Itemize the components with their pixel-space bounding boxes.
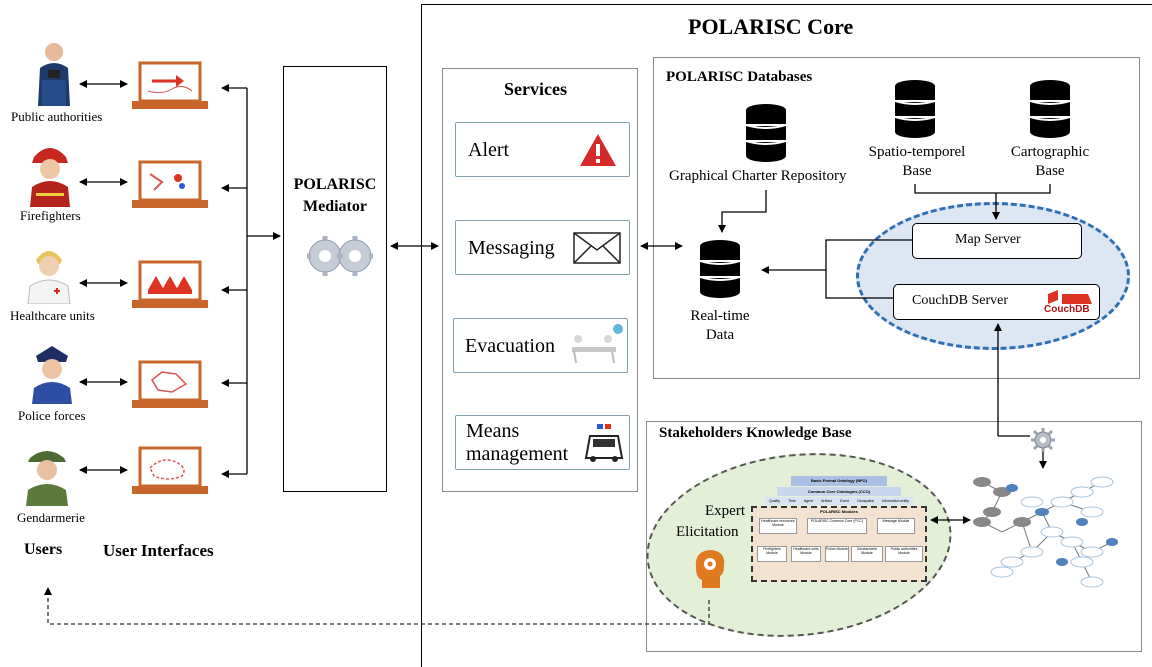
module-cell: Message Module <box>877 518 915 534</box>
spatio-temporel-db-icon <box>895 80 935 138</box>
module-cell: Healthcare units Module <box>791 546 821 562</box>
carto-label-line1: Cartographic <box>1010 144 1090 160</box>
service-means-management[interactable]: Means management <box>455 415 630 470</box>
map-server-label: Map Server <box>955 232 1021 247</box>
module-cell: Healthcare resources Module <box>759 518 797 534</box>
gendarme-icon <box>24 442 70 506</box>
carto-label-line2: Base <box>1035 163 1065 179</box>
cco-item: Time <box>788 499 796 503</box>
realtime-label-line1: Real-time <box>690 308 750 324</box>
gear-icon <box>1031 428 1055 452</box>
expert-label-line2: Elicitation <box>676 524 739 540</box>
user-label-healthcare-units: Healthcare units <box>10 308 95 323</box>
cco-item: Agent <box>803 499 813 503</box>
map-server-box[interactable]: Map Server <box>912 223 1082 259</box>
public-authority-icon <box>34 40 74 108</box>
police-officer-icon <box>30 342 74 404</box>
gears-icon <box>303 230 377 282</box>
user-label-public-authorities: Public authorities <box>11 109 103 124</box>
ontology-modules-frame: POLARISC Modules Healthcare resources Mo… <box>751 506 927 582</box>
laptop-interface-1[interactable] <box>132 61 208 111</box>
knowledge-title: Stakeholders Knowledge Base <box>659 425 852 441</box>
cco-item: Geospatial <box>857 499 874 503</box>
spatio-label-line1: Spatio-temporel <box>868 144 966 160</box>
core-title: POLARISC Core <box>688 14 854 39</box>
cco-item: Quality <box>769 499 780 503</box>
user-interfaces-heading: User Interfaces <box>103 541 214 560</box>
doctor-icon <box>26 242 72 304</box>
stretcher-icon <box>572 324 623 364</box>
realtime-db-icon <box>700 240 740 298</box>
service-messaging[interactable]: Messaging <box>455 220 630 275</box>
service-evacuation[interactable]: Evacuation <box>453 318 628 373</box>
laptop-interface-2[interactable] <box>132 160 208 210</box>
users-heading: Users <box>24 541 63 558</box>
realtime-label-line2: Data <box>705 327 735 343</box>
cco-item: Artifact <box>821 499 832 503</box>
service-evacuation-label: Evacuation <box>465 335 555 357</box>
ontology-diagram: Basic Formal Ontology (BFO) Common Core … <box>751 476 927 582</box>
envelope-icon <box>573 232 621 264</box>
databases-title: POLARISC Databases <box>666 69 813 85</box>
ontology-cco: Common Core Ontologies (CCO) <box>777 487 901 496</box>
couchdb-logo-text: CouchDB <box>1044 304 1090 315</box>
graphical-charter-label: Graphical Charter Repository <box>669 168 847 184</box>
laptop-interface-4[interactable] <box>132 360 208 410</box>
ontology-bfo: Basic Formal Ontology (BFO) <box>791 476 887 486</box>
module-cell: Police Module <box>825 546 849 562</box>
core-divider <box>421 4 1152 667</box>
module-cell: Gendarmerie Module <box>851 546 883 562</box>
module-cell: Public authorities Module <box>885 546 923 562</box>
laptop-interface-3[interactable] <box>132 260 208 310</box>
expert-label-line1: Expert <box>705 503 745 519</box>
couchdb-server-box[interactable]: CouchDB Server CouchDB <box>893 284 1100 320</box>
user-label-firefighters: Firefighters <box>20 208 81 223</box>
couchdb-server-label: CouchDB Server <box>912 293 1009 308</box>
service-alert[interactable]: Alert <box>455 122 630 177</box>
cco-item: Information entity <box>882 499 909 503</box>
graphical-charter-db-icon <box>746 104 786 162</box>
cco-item: Event <box>840 499 850 503</box>
module-cell: Firefighters Module <box>757 546 787 562</box>
service-means-label-line2: management <box>466 443 569 465</box>
mediator-title-line2: Mediator <box>303 198 367 215</box>
firefighter-icon <box>28 143 72 207</box>
services-title: Services <box>504 79 567 99</box>
module-cell: POLARISC Common Core (PCC) <box>807 518 867 534</box>
ontology-cco-row: Quality Time Agent Artifact Event Geospa… <box>765 497 913 505</box>
couchdb-logo: CouchDB <box>1044 288 1096 316</box>
service-alert-label: Alert <box>468 139 510 161</box>
alert-icon <box>580 134 616 166</box>
user-label-gendarmerie: Gendarmerie <box>17 510 85 525</box>
laptop-interface-5[interactable] <box>132 446 208 496</box>
police-car-icon <box>584 424 624 462</box>
cartographic-db-icon <box>1030 80 1070 138</box>
spatio-label-line2: Base <box>902 163 932 179</box>
user-label-police-forces: Police forces <box>18 408 86 423</box>
ontology-modules-title: POLARISC Modules <box>819 509 858 514</box>
mediator-title-line1: POLARISC <box>293 176 377 193</box>
service-messaging-label: Messaging <box>468 237 555 259</box>
service-means-label-line1: Means <box>466 420 520 442</box>
brain-gear-icon <box>695 550 725 588</box>
knowledge-graph-icon <box>973 476 1118 588</box>
mediator-box <box>283 66 387 492</box>
